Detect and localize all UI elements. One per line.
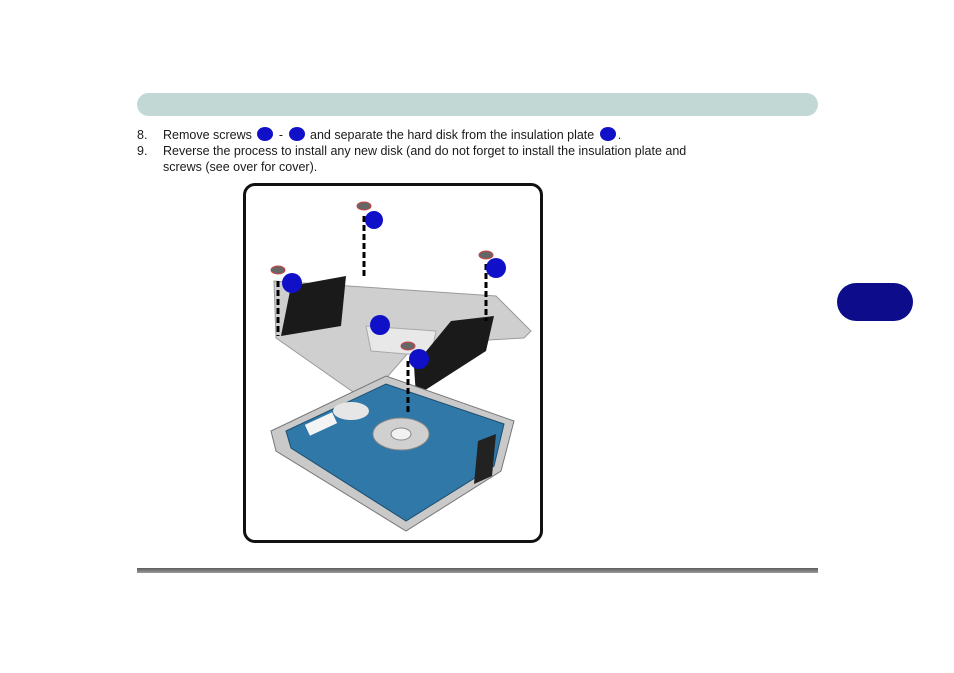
callout-badge bbox=[599, 127, 616, 141]
step-number: 9. bbox=[137, 144, 148, 158]
callout-badge bbox=[257, 127, 274, 141]
hard-disk-illustration bbox=[270, 201, 532, 532]
screw-right bbox=[478, 250, 506, 321]
screw-top bbox=[356, 201, 383, 276]
step-text: Reverse the process to install any new d… bbox=[163, 144, 687, 174]
hard-disk bbox=[270, 375, 515, 532]
step-8: 8. Remove screws - and separate the hard… bbox=[137, 127, 697, 143]
header-bar bbox=[137, 93, 818, 116]
instruction-steps: 8. Remove screws - and separate the hard… bbox=[137, 127, 697, 175]
screw-left bbox=[270, 265, 302, 336]
step-number: 8. bbox=[137, 128, 148, 142]
step-9: 9. Reverse the process to install any ne… bbox=[137, 143, 697, 175]
step-text: and separate the hard disk from the insu… bbox=[310, 128, 595, 142]
step-text-end: . bbox=[617, 128, 622, 142]
plate-callout-badge bbox=[370, 315, 390, 335]
footer-divider bbox=[137, 568, 818, 573]
chapter-tab bbox=[837, 283, 913, 321]
step-text: Remove screws bbox=[163, 128, 252, 142]
callout-badge bbox=[288, 127, 305, 141]
screw-center bbox=[400, 341, 429, 414]
hard-disk-figure bbox=[243, 183, 543, 543]
step-dash: - bbox=[278, 128, 284, 142]
